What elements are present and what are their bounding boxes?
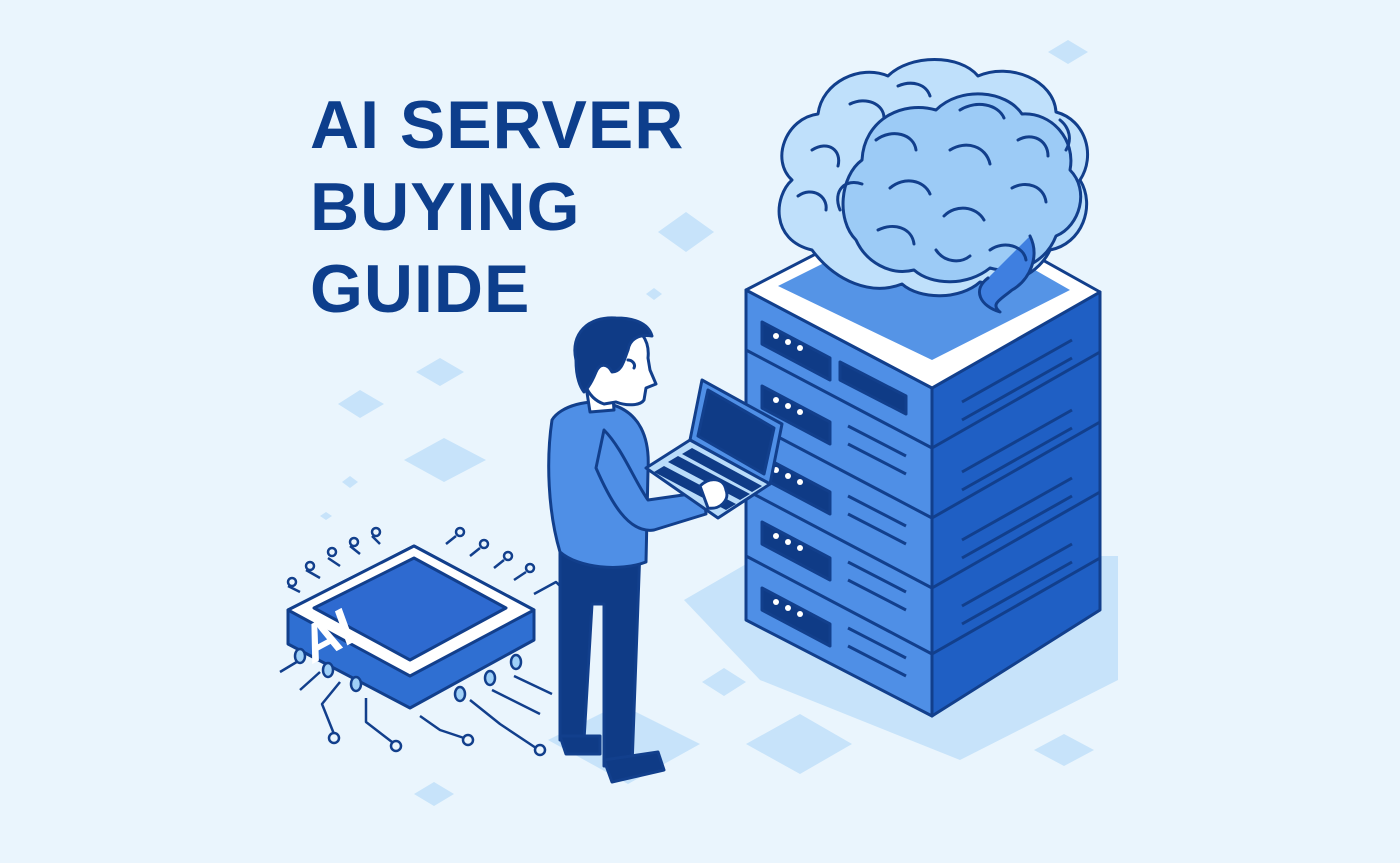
page-title: AI SERVER BUYING GUIDE <box>310 84 684 330</box>
person-with-laptop-icon <box>547 316 784 784</box>
title-line-1: AI SERVER <box>310 87 685 163</box>
title-line-2: BUYING <box>310 169 581 245</box>
title-line-3: GUIDE <box>310 251 531 327</box>
brain-icon <box>777 58 1090 314</box>
ai-chip-icon: AI <box>279 526 571 757</box>
